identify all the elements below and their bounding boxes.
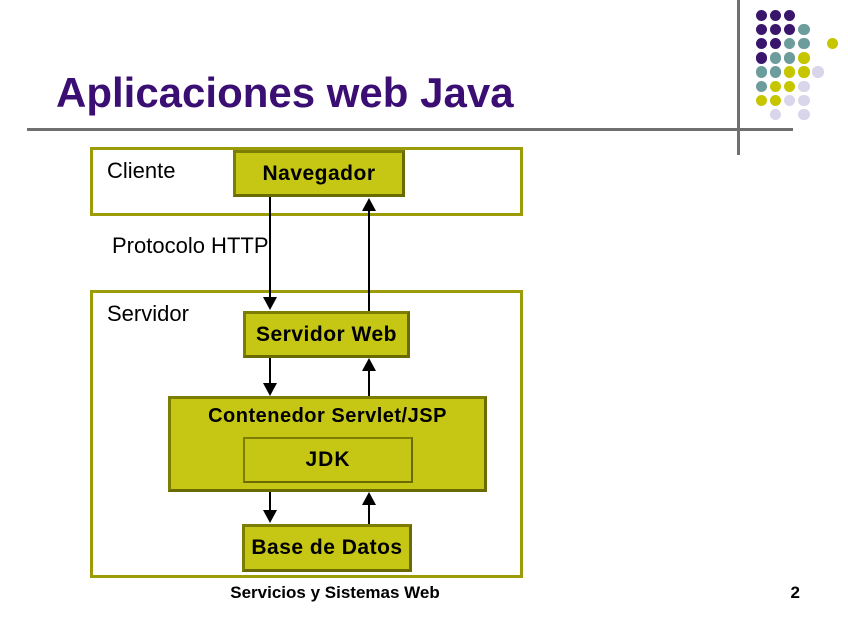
slide-title: Aplicaciones web Java — [56, 69, 514, 116]
dot-yellow — [826, 37, 838, 50]
dot-lavender — [798, 108, 810, 121]
dot-lavender — [798, 80, 810, 92]
dot-purple — [769, 37, 782, 50]
arrow-navegador-to-servidor-web — [263, 197, 277, 310]
servidor-web-box: Servidor Web — [243, 311, 410, 358]
dot-lavender — [798, 94, 810, 107]
dot-lavender — [812, 66, 824, 78]
dot-purple — [769, 9, 782, 21]
dot-lavender — [783, 94, 796, 107]
dot-purple — [755, 9, 767, 21]
arrow-base-datos-to-contenedor — [362, 492, 376, 524]
page-number: 2 — [790, 583, 800, 602]
dot-yellow — [783, 80, 796, 92]
servidor-label: Servidor — [107, 301, 189, 326]
title-underline — [27, 128, 793, 131]
dot-purple — [755, 37, 767, 50]
dot-yellow — [783, 66, 796, 78]
dot-yellow — [755, 94, 767, 107]
dot-teal — [755, 80, 767, 92]
contenedor-servlet-jsp-label: Contenedor Servlet/JSP — [208, 405, 447, 427]
servidor-web-label: Servidor Web — [256, 322, 397, 346]
base-de-datos-box: Base de Datos — [242, 524, 412, 572]
arrow-contenedor-to-base-datos — [263, 492, 277, 523]
cliente-label: Cliente — [107, 158, 176, 183]
arrow-servidor-web-to-navegador — [362, 198, 376, 311]
jdk-box: JDK — [243, 437, 413, 483]
dot-lavender — [769, 108, 782, 121]
footer-title: Servicios y Sistemas Web — [230, 583, 440, 602]
dot-teal — [769, 66, 782, 78]
decorative-vertical-line — [737, 0, 740, 155]
dot-teal — [783, 52, 796, 64]
dot-purple — [755, 23, 767, 36]
dot-purple — [783, 9, 796, 21]
dot-teal — [798, 23, 810, 36]
dot-yellow — [769, 94, 782, 107]
dot-yellow — [798, 52, 810, 64]
dot-teal — [798, 37, 810, 50]
dot-yellow — [798, 66, 810, 78]
protocolo-http-label: Protocolo HTTP — [112, 233, 269, 258]
dot-purple — [755, 52, 767, 64]
dot-yellow — [769, 80, 782, 92]
navegador-label: Navegador — [262, 161, 376, 185]
arrow-servidor-web-to-contenedor — [263, 358, 277, 396]
base-de-datos-label: Base de Datos — [251, 536, 403, 559]
dot-teal — [783, 37, 796, 50]
dot-purple — [783, 23, 796, 36]
dot-purple — [769, 23, 782, 36]
dot-teal — [755, 66, 767, 78]
jdk-label: JDK — [305, 448, 351, 471]
arrow-contenedor-to-servidor-web — [362, 358, 376, 396]
dot-teal — [769, 52, 782, 64]
navegador-box: Navegador — [233, 150, 405, 197]
